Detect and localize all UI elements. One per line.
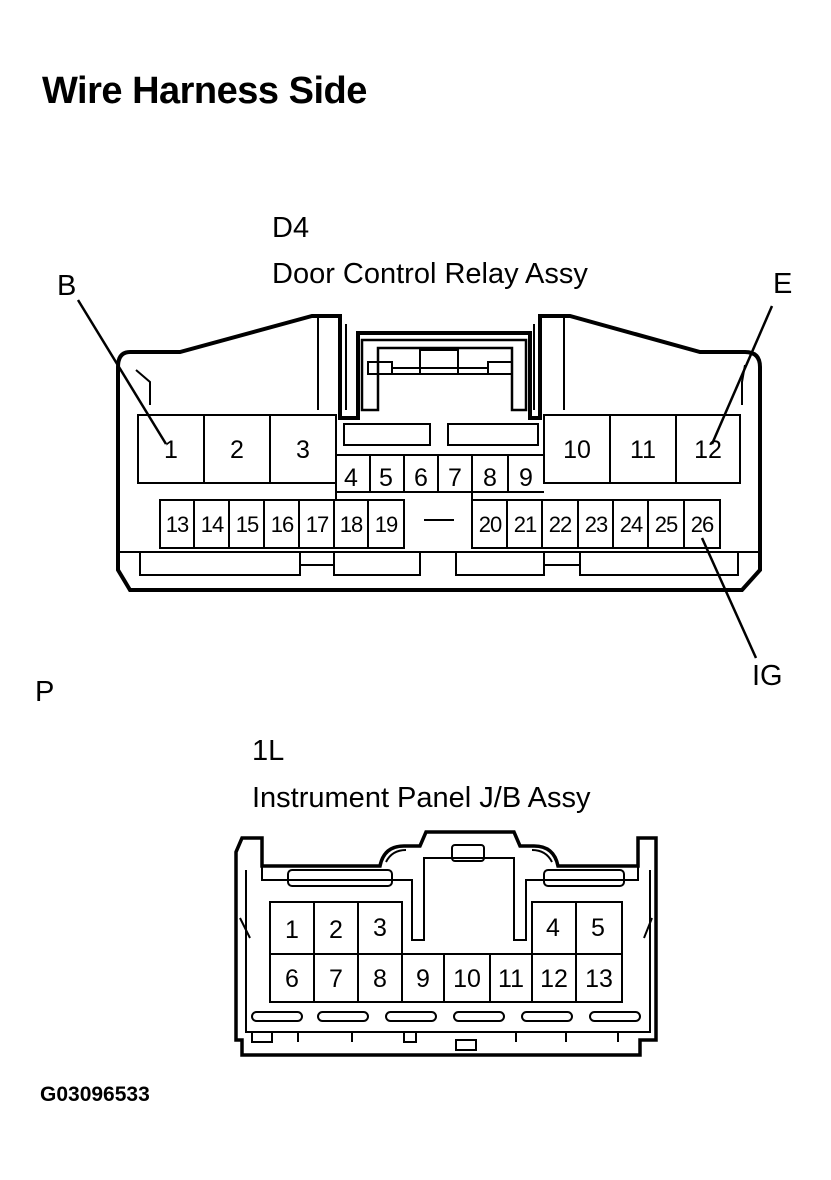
page-title: Wire Harness Side bbox=[42, 70, 367, 112]
connector-1l-pins bbox=[269, 901, 623, 1003]
d4-pin-12: 12 bbox=[694, 436, 722, 464]
d4-pin-13: 13 bbox=[166, 512, 189, 537]
connector-1l-housing bbox=[234, 830, 658, 1057]
1l-pin-4: 4 bbox=[546, 914, 560, 942]
d4-pin-21: 21 bbox=[514, 512, 537, 537]
d4-pin-10: 10 bbox=[563, 436, 591, 464]
d4-pin-26: 26 bbox=[691, 512, 714, 537]
figure-code: G03096533 bbox=[40, 1083, 150, 1106]
connector-1l-code: 1L bbox=[252, 735, 285, 767]
callout-b-line bbox=[76, 299, 168, 445]
side-label: P bbox=[35, 676, 55, 708]
d4-pin-22: 22 bbox=[549, 512, 572, 537]
1l-pin-3: 3 bbox=[373, 914, 387, 942]
d4-pin-8: 8 bbox=[483, 464, 497, 492]
connector-d4-pins bbox=[137, 414, 741, 549]
d4-pin-20: 20 bbox=[479, 512, 502, 537]
d4-pin-14: 14 bbox=[201, 512, 224, 537]
d4-pin-15: 15 bbox=[236, 512, 259, 537]
callout-e-label: E bbox=[773, 268, 793, 300]
d4-pin-4: 4 bbox=[344, 464, 358, 492]
1l-pin-8: 8 bbox=[373, 965, 387, 993]
d4-pin-9: 9 bbox=[519, 464, 533, 492]
connector-1l-pin-numbers: 1 2 3 4 5 6 7 8 9 10 11 12 13 bbox=[285, 914, 613, 993]
d4-pin-17: 17 bbox=[306, 512, 329, 537]
d4-pin-6: 6 bbox=[414, 464, 428, 492]
d4-pin-18: 18 bbox=[340, 512, 363, 537]
d4-pin-2: 2 bbox=[230, 436, 244, 464]
1l-pin-12: 12 bbox=[540, 965, 568, 993]
callout-b-label: B bbox=[57, 270, 77, 302]
1l-pin-6: 6 bbox=[285, 965, 299, 993]
callout-ig-line bbox=[700, 537, 758, 659]
connector-d4-code: D4 bbox=[272, 212, 310, 244]
connector-1l-slots bbox=[251, 1011, 641, 1051]
1l-pin-5: 5 bbox=[591, 914, 605, 942]
d4-pin-3: 3 bbox=[296, 436, 310, 464]
connector-d4-pin-numbers-small: 13 14 15 16 17 18 19 20 21 22 23 24 25 2… bbox=[166, 512, 715, 537]
d4-pin-16: 16 bbox=[271, 512, 294, 537]
d4-pin-24: 24 bbox=[620, 512, 643, 537]
connector-1l-name: Instrument Panel J/B Assy bbox=[252, 782, 591, 814]
connector-d4-name: Door Control Relay Assy bbox=[272, 258, 588, 290]
connector-d4-pin-numbers: 1 2 3 4 5 6 7 8 9 10 11 12 bbox=[164, 436, 722, 492]
d4-pin-7: 7 bbox=[448, 464, 462, 492]
1l-pin-7: 7 bbox=[329, 965, 343, 993]
d4-pin-25: 25 bbox=[655, 512, 678, 537]
connector-d4-housing bbox=[116, 314, 762, 592]
d4-pin-19: 19 bbox=[375, 512, 398, 537]
callout-ig-label: IG bbox=[752, 660, 783, 692]
1l-pin-11: 11 bbox=[498, 965, 524, 993]
1l-pin-9: 9 bbox=[416, 965, 430, 993]
d4-pin-11: 11 bbox=[630, 436, 656, 464]
1l-pin-13: 13 bbox=[585, 965, 613, 993]
callout-e-line bbox=[710, 305, 774, 445]
d4-pin-1: 1 bbox=[164, 436, 178, 464]
1l-pin-1: 1 bbox=[285, 916, 299, 944]
1l-pin-10: 10 bbox=[453, 965, 481, 993]
d4-pin-23: 23 bbox=[585, 512, 608, 537]
callout-leader-lines bbox=[76, 299, 774, 659]
1l-pin-2: 2 bbox=[329, 916, 343, 944]
d4-pin-5: 5 bbox=[379, 464, 393, 492]
